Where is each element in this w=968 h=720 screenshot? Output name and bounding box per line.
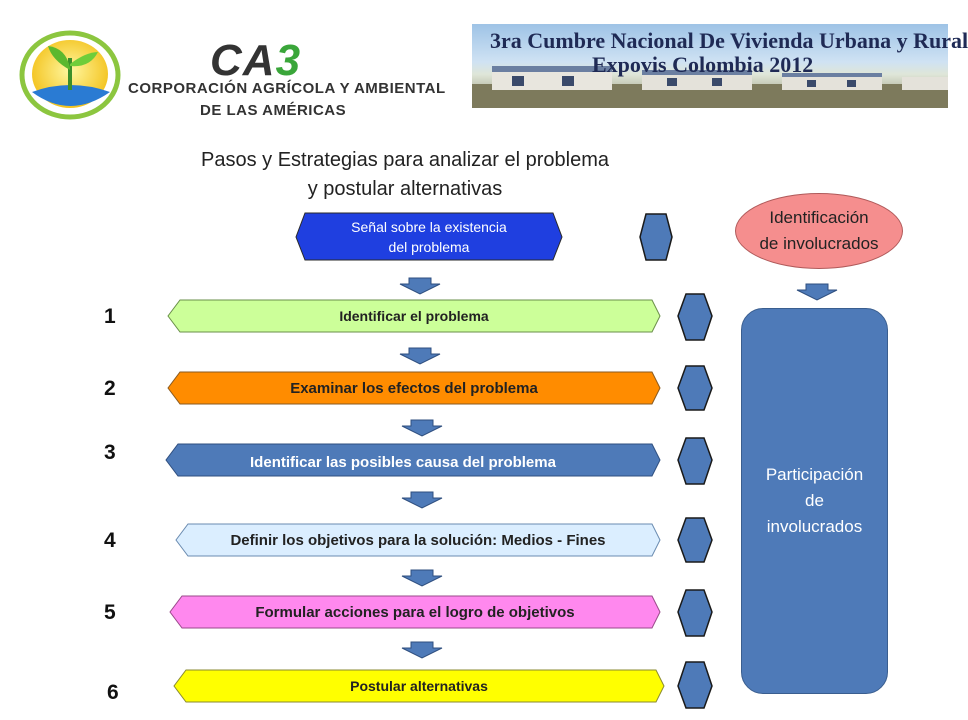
signal-line2: del problema <box>388 238 470 255</box>
logo-brand: CA3 <box>210 36 302 85</box>
down-arrow-icon <box>796 283 838 301</box>
step-2-box: Examinar los efectos del problema <box>168 372 660 404</box>
double-arrow-icon <box>677 437 713 485</box>
signal-line1: Señal sobre la existencia <box>351 218 507 235</box>
step-3-number: 3 <box>104 441 116 464</box>
double-arrow-icon <box>677 365 713 411</box>
oval-line2: de involucrados <box>759 234 879 253</box>
page-title-line1: Pasos y Estrategias para analizar el pro… <box>201 149 609 171</box>
step-6-number: 6 <box>107 681 119 704</box>
page-title-line2: y postular alternativas <box>307 178 503 200</box>
signal-shape <box>295 212 563 261</box>
step-5-shape <box>169 595 661 629</box>
banner-subtitle: Expovis Colombia 2012 <box>592 52 814 77</box>
step-4-shape <box>175 523 661 557</box>
step-1-number: 1 <box>104 305 116 328</box>
corporation-logo-icon <box>19 30 121 120</box>
down-arrow-icon <box>401 569 443 587</box>
stakeholder-identification-oval: Identificación de involucrados <box>735 193 903 269</box>
step-2-number: 2 <box>104 377 116 400</box>
step-3-shape <box>165 443 661 477</box>
step-4-number: 4 <box>104 529 116 552</box>
down-arrow-icon <box>399 277 441 295</box>
signal-box: Señal sobre la existencia del problema <box>296 213 562 260</box>
down-arrow-icon <box>401 641 443 659</box>
step-2-shape <box>167 371 661 405</box>
down-arrow-icon <box>399 347 441 365</box>
participation-line1: Participación <box>765 465 864 484</box>
step-1-box: Identificar el problema <box>168 300 660 332</box>
step-5-number: 5 <box>104 601 116 624</box>
step-4-box: Definir los objetivos para la solución: … <box>176 524 660 556</box>
step-6-label: Postular alternativas <box>350 678 488 694</box>
participation-line2: de <box>805 491 824 510</box>
oval-line1: Identificación <box>769 208 869 227</box>
step-6-box: Postular alternativas <box>174 670 664 702</box>
step-2-label: Examinar los efectos del problema <box>290 379 538 397</box>
step-3-box: Identificar las posibles causa del probl… <box>146 446 660 478</box>
down-arrow-icon <box>401 419 443 437</box>
step-5-box: Formular acciones para el logro de objet… <box>170 596 660 628</box>
double-arrow-icon <box>677 661 713 709</box>
logo-name-line1: CORPORACIÓN AGRÍCOLA Y AMBIENTAL <box>128 80 446 97</box>
page-title: Pasos y Estrategias para analizar el pro… <box>150 146 660 204</box>
step-1-label: Identificar el problema <box>339 308 489 324</box>
double-arrow-icon <box>639 213 673 261</box>
step-1-shape <box>167 299 661 333</box>
step-6-shape <box>173 669 665 703</box>
banner-title: 3ra Cumbre Nacional De Vivienda Urbana y… <box>490 28 968 53</box>
down-arrow-icon <box>401 491 443 509</box>
participation-line3: involucrados <box>766 517 863 536</box>
houses-photo-icon <box>472 66 948 108</box>
double-arrow-icon <box>677 589 713 637</box>
step-5-label: Formular acciones para el logro de objet… <box>255 603 575 621</box>
stakeholder-participation-box: Participación de involucrados <box>741 308 888 694</box>
double-arrow-icon <box>677 293 713 341</box>
step-4-label: Definir los objetivos para la solución: … <box>230 531 606 549</box>
event-banner: 3ra Cumbre Nacional De Vivienda Urbana y… <box>472 24 968 108</box>
step-3-label: Identificar las posibles causa del probl… <box>250 453 556 471</box>
double-arrow-icon <box>677 517 713 563</box>
logo-name-line2: DE LAS AMÉRICAS <box>200 102 347 119</box>
header: CA3 CORPORACIÓN AGRÍCOLA Y AMBIENTAL DE … <box>0 0 968 122</box>
